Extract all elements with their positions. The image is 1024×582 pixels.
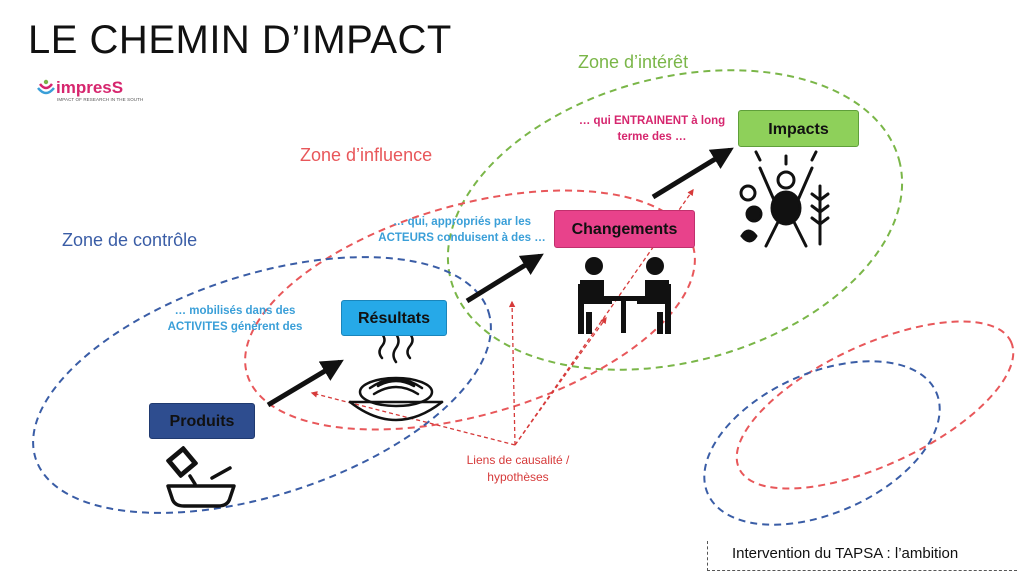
resultats-box: Résultats [341,300,447,336]
logo-name: impresS [56,78,124,97]
celebrating-person-icon [739,150,830,248]
ambition-influence-ellipse [735,320,1015,490]
logo-tagline: IMPACT OF RESEARCH IN THE SOUTH [57,97,144,102]
causality-label: Liens de causalité / hypothèses [466,453,570,485]
note-acteurs: … qui, appropriés par les ACTEURS condui… [378,216,546,244]
ambition-controle-ellipse [703,360,941,526]
zone-controle-ellipse [32,256,492,514]
produits-box: Produits [149,403,255,439]
note-activites: … mobilisés dans des ACTIVITES génèrent … [167,305,303,333]
arrow-changements-impacts [651,147,734,200]
zone-controle-label: Zone de contrôle [62,230,198,250]
impress-logo-mark [37,79,55,95]
zone-interet-ellipse [446,69,904,371]
arrow-resultats-changements [465,253,544,304]
zone-influence-label: Zone d’influence [300,145,433,165]
arrow-produits-resultats [266,359,344,408]
cooking-pot-icon [166,446,236,508]
footer-frame [707,541,1017,571]
note-long-terme: … qui ENTRAINENT à long terme des … [578,115,726,143]
impacts-box: Impacts [738,110,859,147]
page-title: LE CHEMIN D’IMPACT [28,18,452,62]
changements-box: Changements [554,210,695,248]
noodle-bowl-icon [348,332,444,422]
zone-interet-label: Zone d’intérêt [578,52,689,72]
meeting-table-icon [578,257,671,334]
footer-text: Intervention du TAPSA : l’ambition [732,545,959,562]
